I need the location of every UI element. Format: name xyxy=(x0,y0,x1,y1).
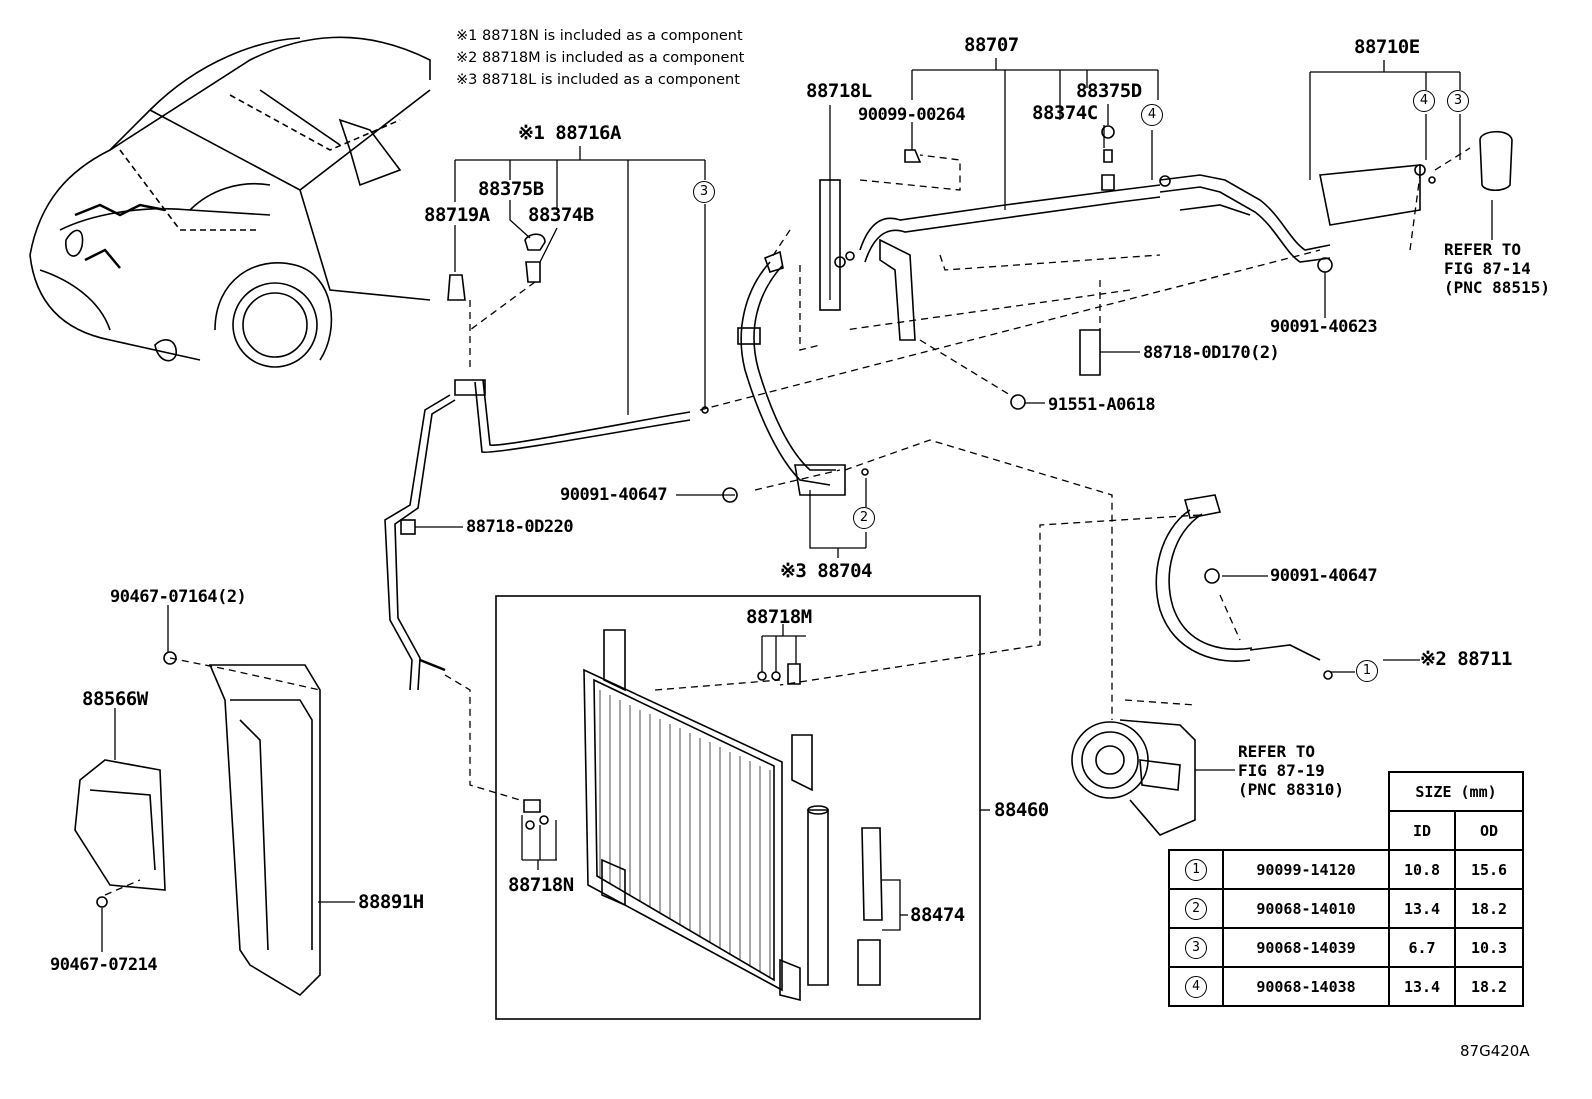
part-label-88707: 88707 xyxy=(964,34,1019,56)
dashed-leaders xyxy=(104,147,1471,896)
part-label-88716A: ※1 88716A xyxy=(518,122,621,144)
table-header-od: OD xyxy=(1454,810,1524,851)
callout-3: 3 xyxy=(693,181,715,203)
o-ring-size-table: SIZE (mm) ID OD 1 90099-14120 10.8 15.6 … xyxy=(1168,771,1524,1007)
part-label-90091-40647-a: 90091-40647 xyxy=(560,485,668,505)
side-seals xyxy=(74,651,321,997)
refer-line: REFER TO xyxy=(1238,742,1316,761)
row-id: 13.4 xyxy=(1388,966,1456,1007)
part-label-88718L: 88718L xyxy=(806,80,872,102)
note-line: ※2 88718M is included as a component xyxy=(456,50,745,66)
diagram-code: 87G420A xyxy=(1460,1042,1530,1060)
part-label-90091-40647-b: 90091-40647 xyxy=(1270,566,1378,586)
row-mark: 4 xyxy=(1185,975,1207,998)
callout-4: 4 xyxy=(1413,90,1435,112)
hose-88711 xyxy=(1155,494,1321,662)
row-part-number[interactable]: 90068-14039 xyxy=(1222,927,1390,968)
part-label-88374C: 88374C xyxy=(1032,102,1098,124)
pipe-88718-0D220 xyxy=(384,394,456,691)
part-label-90467-07164: 90467-07164(2) xyxy=(110,587,247,607)
row-od: 18.2 xyxy=(1454,888,1524,929)
refer-line: (PNC 88515) xyxy=(1444,278,1550,297)
part-label-88375B: 88375B xyxy=(478,178,544,200)
part-label-88374B: 88374B xyxy=(528,204,594,226)
part-label-88474: 88474 xyxy=(910,904,965,926)
part-label-88718M: 88718M xyxy=(746,606,812,628)
row-part-number[interactable]: 90099-14120 xyxy=(1222,849,1390,890)
part-label-88718-0D220: 88718-0D220 xyxy=(466,517,574,537)
row-od: 15.6 xyxy=(1454,849,1524,890)
component-notes: ※1 88718N is included as a component ※2 … xyxy=(456,26,744,92)
table-header-size: SIZE (mm) xyxy=(1388,771,1524,812)
hose-88704 xyxy=(737,250,846,496)
callout-1: 1 xyxy=(1356,660,1378,682)
refer-fig-87-14[interactable]: REFER TO FIG 87-14 (PNC 88515) xyxy=(1444,240,1550,297)
row-od: 18.2 xyxy=(1454,966,1524,1007)
row-part-number[interactable]: 90068-14038 xyxy=(1222,966,1390,1007)
part-label-88710E: 88710E xyxy=(1354,36,1420,58)
callout-3: 3 xyxy=(1447,90,1469,112)
part-label-88718N: 88718N xyxy=(508,874,574,896)
part-label-88704: ※3 88704 xyxy=(780,560,873,582)
callout-2: 2 xyxy=(853,507,875,529)
refer-line: FIG 87-19 xyxy=(1238,761,1325,780)
row-id: 6.7 xyxy=(1388,927,1456,968)
note-line: ※3 88718L is included as a component xyxy=(456,72,740,88)
refer-fig-87-19[interactable]: REFER TO FIG 87-19 (PNC 88310) xyxy=(1238,742,1344,799)
table-header-id: ID xyxy=(1388,810,1456,851)
fasteners xyxy=(523,125,1333,830)
callout-4: 4 xyxy=(1141,104,1163,126)
row-od: 10.3 xyxy=(1454,927,1524,968)
part-label-88460: 88460 xyxy=(994,799,1049,821)
refer-line: REFER TO xyxy=(1444,240,1522,259)
compressor xyxy=(1071,719,1196,836)
note-line: ※1 88718N is included as a component xyxy=(456,28,743,44)
vehicle-illustration xyxy=(29,36,431,368)
table-row: 2 90068-14010 13.4 18.2 xyxy=(1168,888,1524,929)
row-part-number[interactable]: 90068-14010 xyxy=(1222,888,1390,929)
table-row: 3 90068-14039 6.7 10.3 xyxy=(1168,927,1524,968)
refer-line: (PNC 88310) xyxy=(1238,780,1344,799)
part-label-91551-A0618: 91551-A0618 xyxy=(1048,395,1156,415)
row-id: 10.8 xyxy=(1388,849,1456,890)
part-label-88719A: 88719A xyxy=(424,204,490,226)
part-label-88718-0D170: 88718-0D170(2) xyxy=(1143,343,1280,363)
pipe-88716A xyxy=(447,233,709,454)
table-row: 1 90099-14120 10.8 15.6 xyxy=(1168,849,1524,890)
row-id: 13.4 xyxy=(1388,888,1456,929)
part-label-90467-07214: 90467-07214 xyxy=(50,955,158,975)
part-label-90091-40623: 90091-40623 xyxy=(1270,317,1378,337)
row-mark: 3 xyxy=(1185,936,1207,959)
part-label-88566W: 88566W xyxy=(82,688,148,710)
row-mark: 1 xyxy=(1185,858,1207,881)
part-label-88711: ※2 88711 xyxy=(1420,648,1513,670)
table-row: 4 90068-14038 13.4 18.2 xyxy=(1168,966,1524,1007)
part-label-88891H: 88891H xyxy=(358,891,424,913)
part-label-88375D: 88375D xyxy=(1076,80,1142,102)
part-label-90099-00264: 90099-00264 xyxy=(858,105,966,125)
condenser-88460 xyxy=(495,595,981,1020)
row-mark: 2 xyxy=(1185,897,1207,920)
pipe-88707 xyxy=(819,130,1513,341)
leader-lines xyxy=(101,58,1493,952)
refer-line: FIG 87-14 xyxy=(1444,259,1531,278)
